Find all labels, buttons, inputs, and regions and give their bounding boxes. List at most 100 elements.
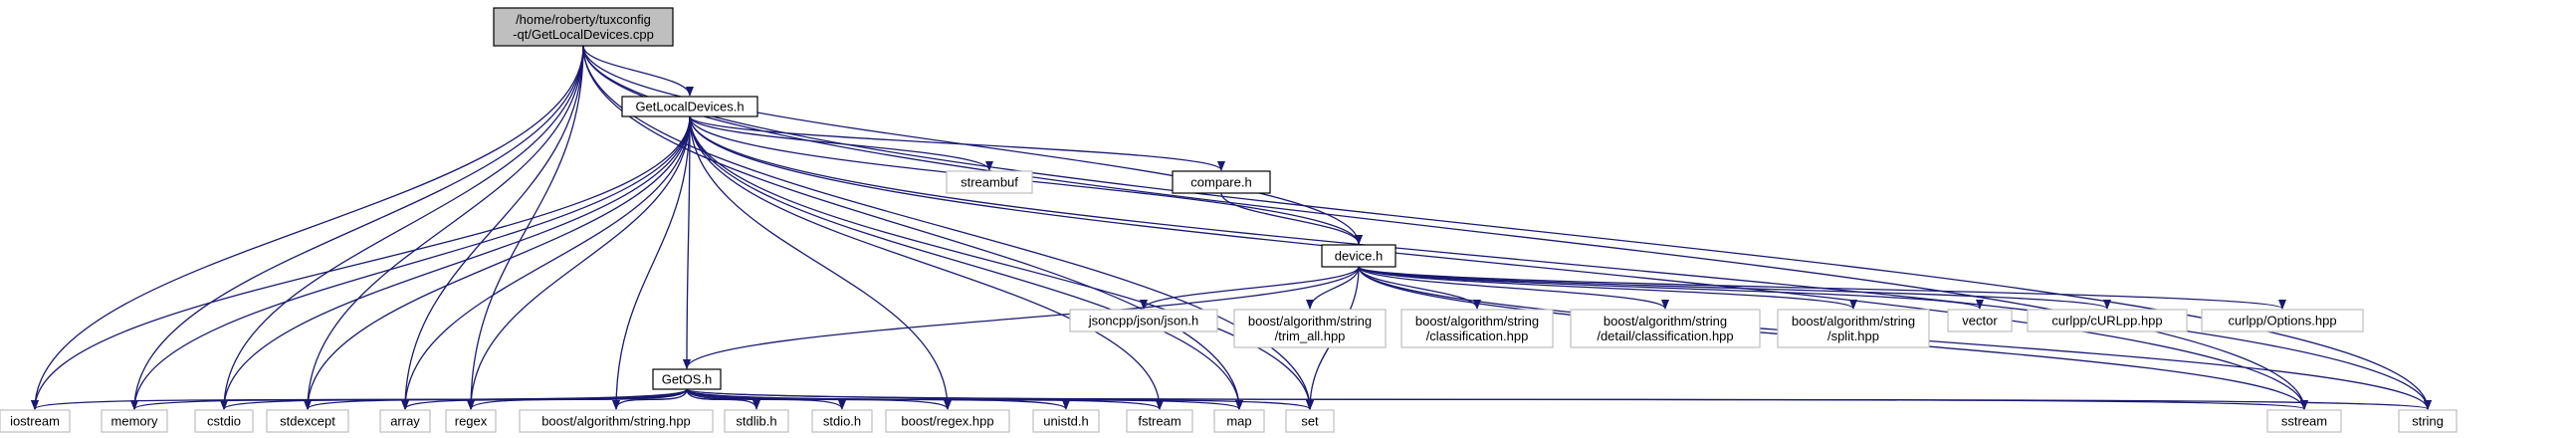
edge-getlocaldevices_h-to-cstdio	[220, 115, 691, 410]
node-label-stdio: stdio.h	[823, 414, 861, 429]
node-label-array: array	[390, 414, 420, 429]
edge-compare_h-to-device_h	[1220, 192, 1363, 245]
node-box-root	[493, 7, 674, 47]
node-label-sstream: sstream	[2281, 414, 2327, 429]
node-box-stdexcept	[266, 409, 349, 433]
edge-device_h-to-trim_all	[1306, 266, 1360, 310]
edge-getlocaldevices_h-to-set	[689, 115, 1314, 410]
node-box-array	[379, 409, 431, 433]
node-box-map	[1213, 409, 1265, 433]
node-label-iostream: iostream	[10, 414, 60, 429]
node-boost_regex: boost/regex.hpp	[885, 409, 1010, 433]
node-label-string: string	[2412, 414, 2444, 429]
node-box-string	[2398, 409, 2458, 433]
node-cstdio: cstdio	[194, 409, 254, 433]
node-stdexcept: stdexcept	[266, 409, 349, 433]
edge-root-to-string	[582, 45, 2432, 410]
node-box-getlocaldevices_h	[621, 96, 758, 117]
node-label-stdlib: stdlib.h	[736, 414, 776, 429]
node-memory: memory	[101, 409, 168, 433]
node-box-jsoncpp	[1069, 309, 1218, 332]
node-regex: regex	[445, 409, 497, 433]
edge-root-to-sstream	[582, 45, 2308, 410]
node-box-getos_h	[652, 368, 722, 390]
node-label-jsoncpp: jsoncpp/json/json.h	[1088, 314, 1199, 328]
node-label-getos_h: GetOS.h	[662, 372, 713, 387]
node-box-memory	[101, 409, 168, 433]
node-box-regex	[445, 409, 497, 433]
node-box-fstream	[1126, 409, 1193, 433]
edge-device_h-to-detail_classification	[1358, 266, 1669, 310]
edge-getlocaldevices_h-to-map	[689, 115, 1243, 410]
node-compare_h[interactable]: compare.h	[1172, 170, 1271, 194]
edge-device_h-to-split	[1358, 266, 1857, 310]
node-curlpp: curlpp/cURLpp.hpp	[2027, 309, 2188, 332]
edge-root-to-memory	[130, 45, 584, 410]
edge-getlocaldevices_h-to-boost_regex	[689, 115, 952, 410]
node-box-sstream	[2266, 409, 2342, 433]
node-trim_all: boost/algorithm/string/trim_all.hpp	[1233, 309, 1387, 348]
node-box-stdio	[811, 409, 873, 433]
edge-root-to-map	[582, 45, 1243, 410]
edge-root-to-regex	[467, 45, 584, 410]
node-label-device_h: device.h	[1335, 249, 1383, 264]
edge-getlocaldevices_h-to-array	[401, 115, 691, 410]
node-string: string	[2398, 409, 2458, 433]
node-sstream: sstream	[2266, 409, 2342, 433]
node-getlocaldevices_h[interactable]: GetLocalDevices.h	[621, 96, 758, 117]
node-label-vector: vector	[1962, 314, 1998, 328]
edge-getlocaldevices_h-to-compare_h	[689, 115, 1225, 171]
edge-getlocaldevices_h-to-fstream	[689, 115, 1164, 410]
edge-getlocaldevices_h-to-streambuf	[689, 115, 993, 171]
edge-root-to-iostream	[31, 45, 584, 410]
node-label-map: map	[1226, 414, 1251, 429]
edge-getos_h-to-string	[686, 388, 2432, 410]
edges	[31, 45, 2432, 410]
node-label-detail_classification: /detail/classification.hpp	[1597, 328, 1733, 343]
node-array: array	[379, 409, 431, 433]
node-label-classification: /classification.hpp	[1426, 328, 1529, 343]
node-box-stdlib	[724, 409, 789, 433]
node-label-trim_all: boost/algorithm/string	[1248, 314, 1372, 328]
node-label-classification: boost/algorithm/string	[1415, 314, 1539, 328]
node-label-curlpp: curlpp/cURLpp.hpp	[2051, 314, 2162, 328]
node-label-unistd: unistd.h	[1043, 414, 1089, 429]
nodes: /home/roberty/tuxconfig-qt/GetLocalDevic…	[0, 7, 2458, 433]
edge-getos_h-to-boost_string	[612, 388, 688, 410]
node-options: curlpp/Options.hpp	[2201, 309, 2364, 332]
edge-root-to-cstdio	[220, 45, 584, 410]
edge-getlocaldevices_h-to-boost_string	[612, 115, 691, 410]
node-detail_classification: boost/algorithm/string/detail/classifica…	[1570, 309, 1761, 348]
edge-root-to-array	[401, 45, 584, 410]
edge-device_h-to-vector	[1358, 266, 1984, 310]
edge-getlocaldevices_h-to-iostream	[31, 115, 691, 410]
node-label-root: /home/roberty/tuxconfig	[516, 12, 651, 27]
edge-root-to-getlocaldevices_h	[582, 45, 694, 97]
edge-getlocaldevices_h-to-getos_h	[683, 115, 692, 369]
node-label-trim_all: /trim_all.hpp	[1275, 328, 1346, 343]
edge-getlocaldevices_h-to-memory	[130, 115, 691, 410]
node-iostream: iostream	[0, 409, 71, 433]
node-jsoncpp: jsoncpp/json/json.h	[1069, 309, 1218, 332]
node-label-set: set	[1301, 414, 1319, 429]
node-label-split: boost/algorithm/string	[1792, 314, 1915, 328]
node-stdlib: stdlib.h	[724, 409, 789, 433]
node-label-compare_h: compare.h	[1190, 175, 1251, 190]
node-box-cstdio	[194, 409, 254, 433]
node-box-compare_h	[1172, 170, 1271, 194]
node-fstream: fstream	[1126, 409, 1193, 433]
node-label-regex: regex	[455, 414, 488, 429]
edge-getlocaldevices_h-to-string	[689, 115, 2432, 410]
node-label-memory: memory	[111, 414, 158, 429]
edge-device_h-to-jsoncpp	[1140, 266, 1360, 310]
node-root[interactable]: /home/roberty/tuxconfig-qt/GetLocalDevic…	[493, 7, 674, 47]
node-label-root: -qt/GetLocalDevices.cpp	[513, 27, 654, 42]
edge-getos_h-to-stdlib	[686, 388, 760, 410]
node-box-curlpp	[2027, 309, 2188, 332]
node-box-vector	[1947, 309, 2013, 332]
node-device_h[interactable]: device.h	[1321, 244, 1396, 268]
node-label-cstdio: cstdio	[207, 414, 241, 429]
node-getos_h[interactable]: GetOS.h	[652, 368, 722, 390]
node-box-streambuf	[946, 170, 1033, 194]
